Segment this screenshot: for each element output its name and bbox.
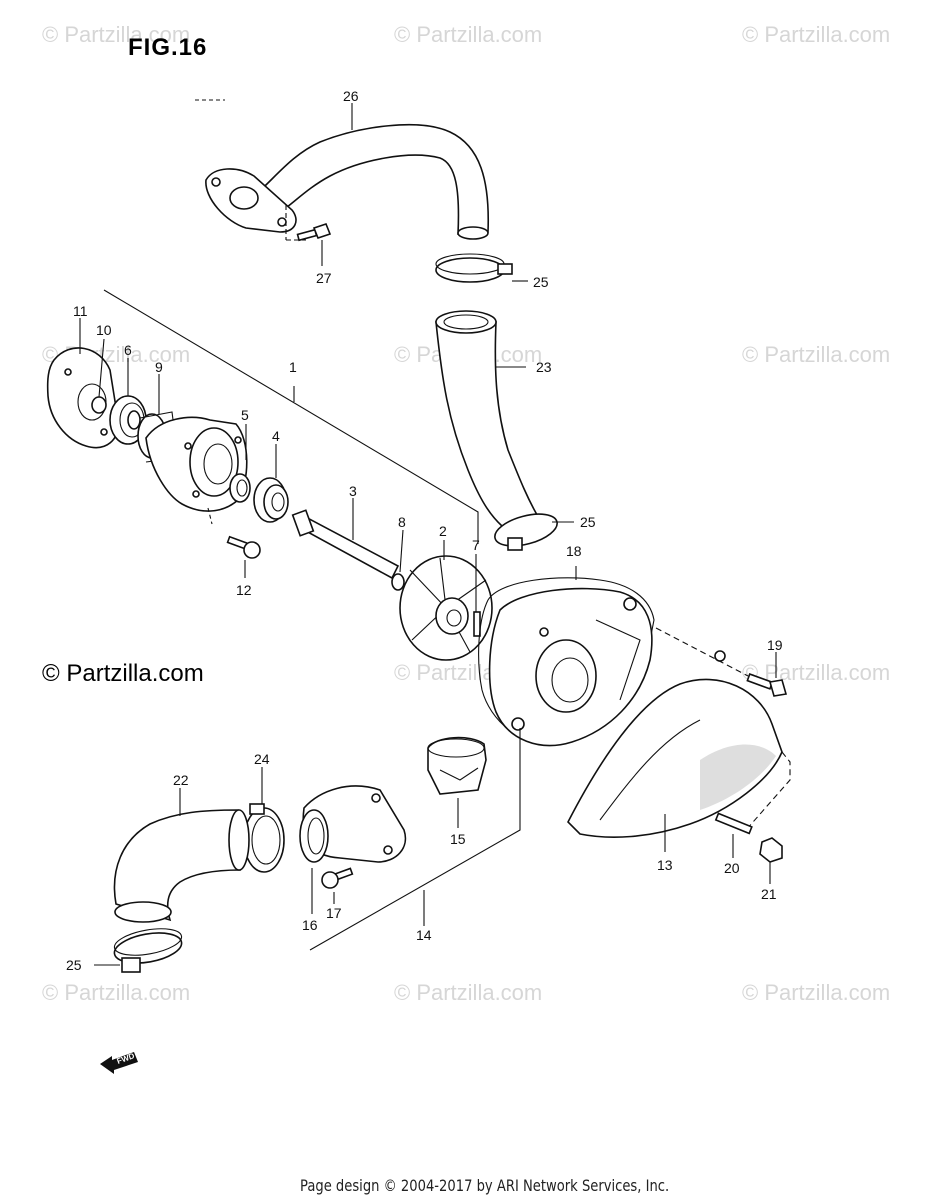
fwd-arrow-icon: FWD — [100, 1051, 138, 1074]
thermostat-15[interactable] — [427, 736, 487, 795]
watermark: © Partzilla.com — [742, 342, 891, 367]
bolt-17[interactable] — [321, 867, 354, 889]
hose-clamp-25c[interactable] — [112, 924, 184, 973]
hose-clamp-25b[interactable] — [491, 508, 560, 552]
bolt-12[interactable] — [226, 535, 261, 559]
callout-25: 25 — [66, 957, 82, 973]
pin-7[interactable] — [473, 611, 481, 637]
nut-21[interactable] — [759, 837, 783, 863]
outlet-pipe-26[interactable] — [205, 124, 490, 240]
callout-27: 27 — [316, 270, 332, 286]
callout-3: 3 — [349, 483, 357, 499]
callout-1: 1 — [289, 359, 297, 375]
callout-25: 25 — [580, 514, 596, 530]
callout-10: 10 — [96, 322, 112, 338]
stud-20[interactable] — [714, 812, 753, 835]
callout-7: 7 — [472, 537, 480, 553]
callout-9: 9 — [155, 359, 163, 375]
elbow-hose-22[interactable] — [113, 809, 250, 923]
callout-8: 8 — [398, 514, 406, 530]
impeller-2[interactable] — [399, 555, 493, 661]
callout-12: 12 — [236, 582, 252, 598]
callout-21: 21 — [761, 886, 777, 902]
watermark: © Partzilla.com — [394, 980, 543, 1005]
bearing-6[interactable] — [109, 395, 147, 445]
thermostat-cover-16[interactable] — [299, 785, 407, 863]
pump-cover-14[interactable] — [488, 587, 653, 747]
hose-23[interactable] — [435, 310, 542, 527]
copyright-label: © Partzilla.com — [42, 660, 204, 687]
figure-title: FIG.16 — [128, 34, 208, 61]
callout-24: 24 — [254, 751, 270, 767]
watermark: © Partzilla.com — [42, 22, 191, 47]
cover-13[interactable] — [567, 678, 783, 838]
bolt-19[interactable] — [746, 673, 788, 697]
o-ring-8[interactable] — [391, 573, 405, 591]
watermark: © Partzilla.com — [394, 22, 543, 47]
callout-2: 2 — [439, 523, 447, 539]
bolt-27[interactable] — [296, 223, 332, 242]
callout-15: 15 — [450, 831, 466, 847]
callout-5: 5 — [241, 407, 249, 423]
circlip-10[interactable] — [91, 396, 107, 414]
callout-14: 14 — [416, 927, 432, 943]
callout-18: 18 — [566, 543, 582, 559]
watermark: © Partzilla.com — [742, 980, 891, 1005]
cover-plate-11[interactable] — [46, 347, 119, 449]
callout-6: 6 — [124, 342, 132, 358]
pump-shaft-3[interactable] — [291, 509, 400, 580]
watermark: © Partzilla.com — [742, 22, 891, 47]
callout-13: 13 — [657, 857, 673, 873]
callout-23: 23 — [536, 359, 552, 375]
callout-19: 19 — [767, 637, 783, 653]
callout-20: 20 — [724, 860, 740, 876]
oil-seal-5[interactable] — [229, 473, 251, 503]
hose-clamp-25a[interactable] — [435, 253, 513, 283]
mechanical-seal-4[interactable] — [253, 477, 289, 523]
watermark: © Partzilla.com — [42, 980, 191, 1005]
callout-17: 17 — [326, 905, 342, 921]
callout-25: 25 — [533, 274, 549, 290]
callout-16: 16 — [302, 917, 318, 933]
callout-11: 11 — [73, 303, 88, 319]
pump-housing[interactable] — [145, 416, 248, 512]
callout-26: 26 — [343, 88, 359, 104]
page-footer: Page design © 2004-2017 by ARI Network S… — [300, 1176, 670, 1195]
callout-4: 4 — [272, 428, 280, 444]
callout-22: 22 — [173, 772, 189, 788]
hose-clamp-24[interactable] — [243, 803, 285, 873]
